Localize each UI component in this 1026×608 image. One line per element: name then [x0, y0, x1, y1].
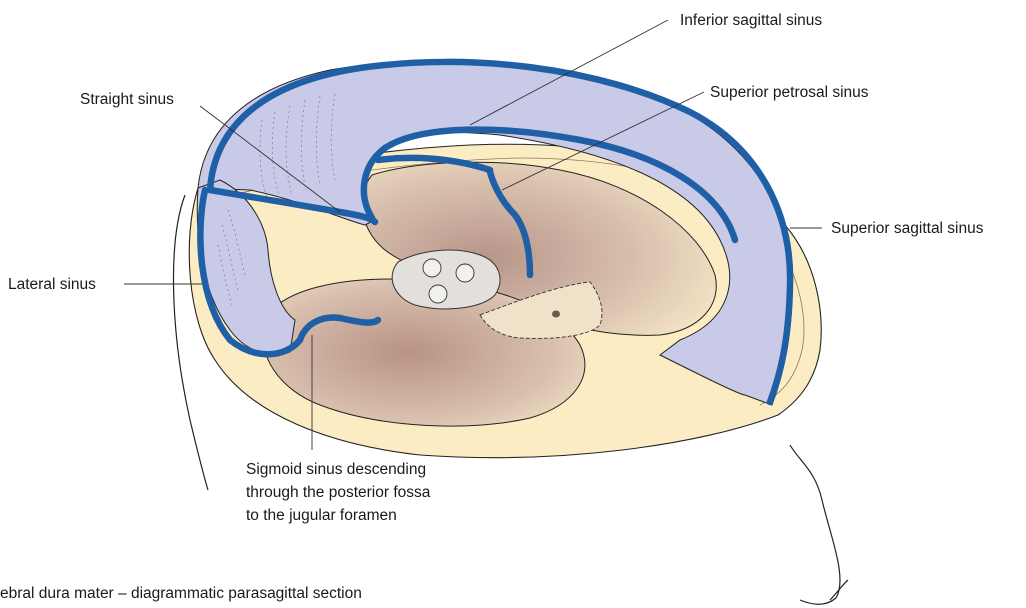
label-inferior-sagittal-sinus: Inferior sagittal sinus	[680, 12, 822, 29]
label-superior-petrosal-sinus: Superior petrosal sinus	[710, 84, 869, 101]
label-sigmoid-line-1: Sigmoid sinus descending	[246, 461, 426, 478]
label-straight-sinus: Straight sinus	[80, 91, 174, 108]
label-sigmoid-line-3: to the jugular foramen	[246, 507, 397, 524]
petrous-bone	[392, 250, 500, 309]
foramen-small	[552, 311, 560, 318]
foramen-1	[423, 259, 441, 277]
foramen-3	[429, 285, 447, 303]
label-superior-sagittal-sinus: Superior sagittal sinus	[831, 220, 984, 237]
figure-caption: ebral dura mater – diagrammatic parasagi…	[0, 585, 362, 602]
foramen-2	[456, 264, 474, 282]
label-lateral-sinus: Lateral sinus	[8, 276, 96, 293]
label-sigmoid-line-2: through the posterior fossa	[246, 484, 431, 501]
